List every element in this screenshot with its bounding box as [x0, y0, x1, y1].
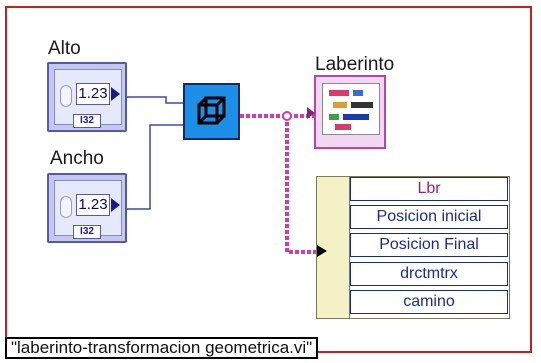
- wire-cluster: [285, 116, 318, 254]
- alto-control[interactable]: 1.23 I32: [47, 62, 127, 132]
- ancho-type-badge: I32: [73, 225, 101, 239]
- output-terminal-icon: [111, 198, 120, 212]
- input-terminal-icon: [307, 107, 315, 119]
- vi-name-label: "laberinto-transformacion geometrica.vi": [5, 337, 319, 359]
- cluster-indicator[interactable]: Lbr Posicion inicial Posicion Final drct…: [316, 176, 510, 319]
- alto-type-badge: I32: [73, 114, 101, 128]
- cluster-field-posicion-inicial: Posicion inicial: [350, 205, 508, 229]
- 3d-box-transform-icon: [197, 96, 226, 125]
- ancho-control[interactable]: 1.23 I32: [47, 173, 127, 243]
- output-terminal-icon: [111, 87, 120, 101]
- wire-junction: [282, 111, 292, 121]
- cluster-field-drctmtrx: drctmtrx: [350, 262, 508, 286]
- cluster-field-lbr: Lbr: [350, 177, 508, 201]
- cluster-field-posicion-final: Posicion Final: [350, 233, 508, 257]
- alto-value[interactable]: 1.23: [76, 83, 110, 105]
- input-arrow-icon: [317, 245, 327, 257]
- ancho-value[interactable]: 1.23: [76, 194, 110, 216]
- cluster-field-camino: camino: [350, 290, 508, 314]
- alto-label: Alto: [48, 38, 81, 59]
- maze-picture-indicator-icon[interactable]: [307, 75, 386, 149]
- laberinto-label: Laberinto: [315, 54, 395, 75]
- wire-ancho: [126, 124, 183, 210]
- subvi-node[interactable]: [183, 83, 240, 140]
- ancho-label: Ancho: [50, 148, 104, 169]
- wire-alto: [126, 96, 183, 104]
- spinner-icon: [60, 85, 72, 107]
- spinner-icon: [60, 196, 72, 218]
